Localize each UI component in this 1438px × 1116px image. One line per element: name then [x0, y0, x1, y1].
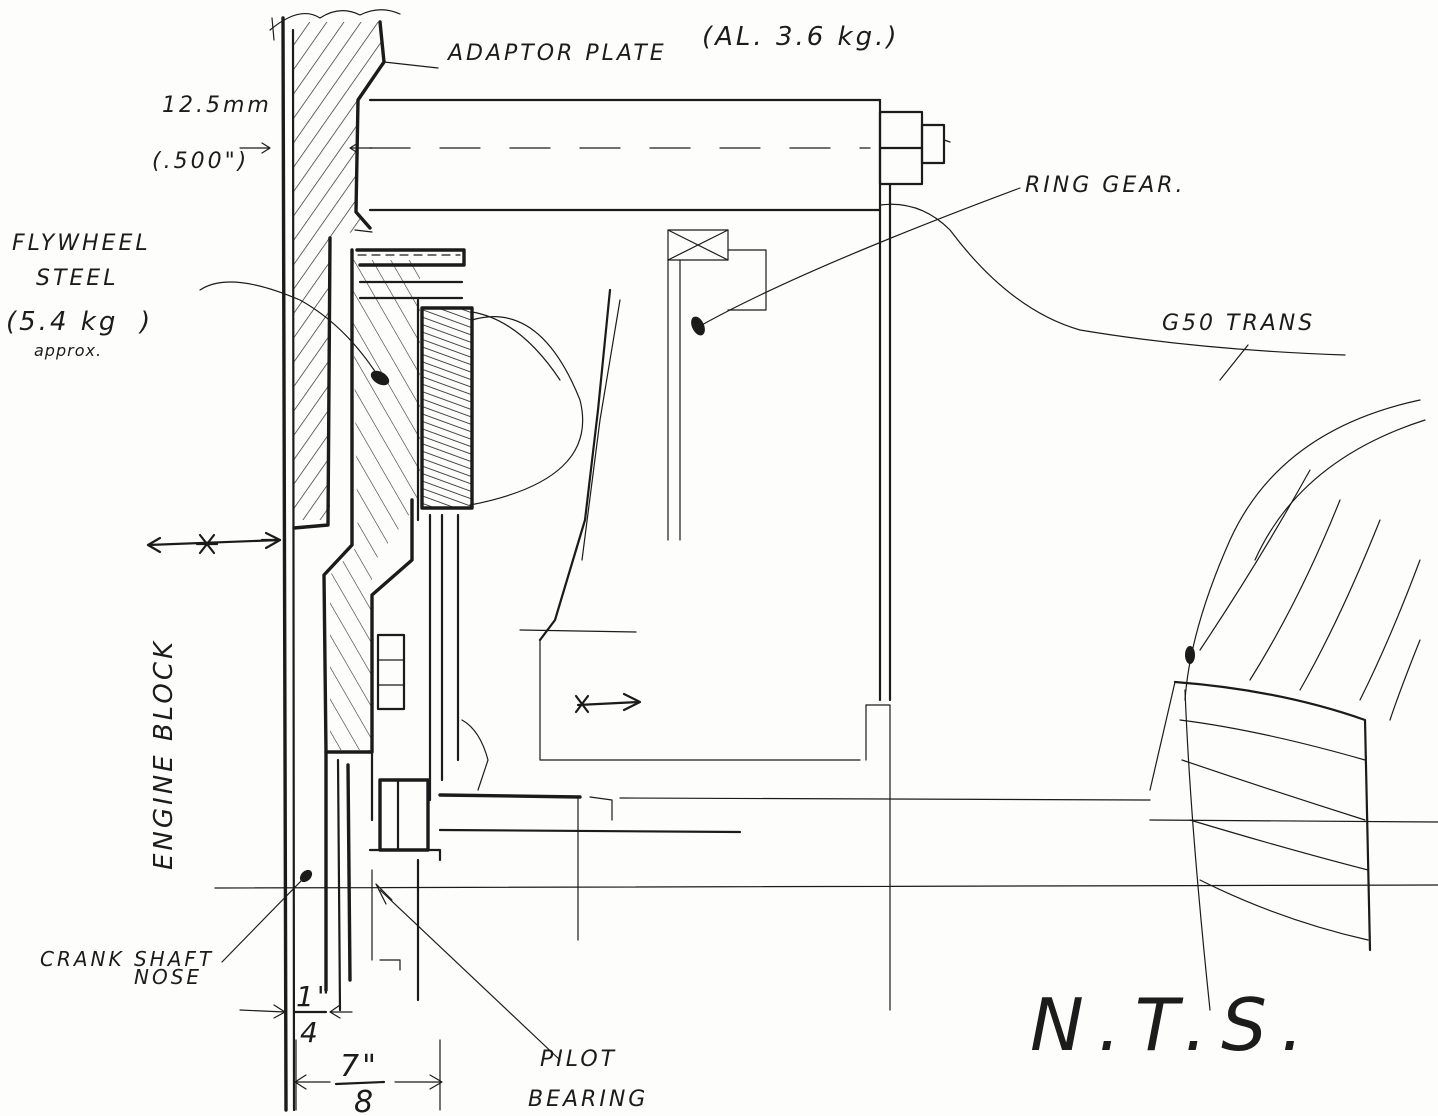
trans-text: G50 TRANS [1162, 311, 1315, 336]
flywheel-text-2: STEEL [36, 266, 118, 291]
dim-eighth-num: 7" [340, 1049, 379, 1084]
adaptor-plate [292, 20, 882, 530]
pilot-label: PILOT BEARING [528, 1047, 648, 1112]
dim-eighth-label: 7" 8 [334, 1049, 386, 1116]
dim-quarter-label: 1" 4 [292, 980, 333, 1049]
flywheel-label: FLYWHEEL STEEL (5.4 kg ) approx. [6, 231, 153, 360]
dim-eighth-den: 8 [354, 1085, 376, 1116]
bell-housing-bolt [369, 98, 951, 702]
ring-gear-text: RING GEAR. [1025, 173, 1186, 198]
flywheel-approx-text: approx. [34, 341, 102, 360]
thickness-mm-text: 12.5mm [162, 93, 272, 118]
adaptor-plate-label: ADAPTOR PLATE (AL. 3.6 kg.) [446, 22, 900, 66]
trans-case-sketch [1149, 399, 1426, 1011]
thickness-in-text: (.500") [152, 149, 249, 174]
dim-quarter-den: 4 [300, 1016, 321, 1049]
crank-label: CRANK SHAFT NOSE [40, 947, 214, 989]
centerline-right [1149, 819, 1438, 823]
clutch-disc [416, 298, 474, 802]
pressure-plate [469, 288, 641, 761]
flywheel-text-1: FLYWHEEL [12, 231, 151, 256]
flywheel-weight-close: ) [138, 307, 153, 337]
dimensions [146, 142, 642, 1111]
adaptor-plate-text: ADAPTOR PLATE [446, 41, 667, 66]
centerline [214, 884, 1438, 889]
ring-gear [667, 229, 767, 541]
flywheel-weight-text: (5.4 kg [6, 307, 118, 337]
crank-text-2: NOSE [134, 965, 202, 989]
pilot-text-1: PILOT [540, 1047, 617, 1072]
dim-quarter-num: 1" [296, 980, 333, 1013]
crankshaft-hub [324, 633, 442, 1012]
flywheel [322, 248, 466, 754]
adaptor-plate-spec-text: (AL. 3.6 kg.) [702, 22, 900, 52]
engine-block-face [269, 9, 401, 1112]
leader-lines [199, 61, 1346, 1061]
engine-block-text: ENGINE BLOCK [149, 639, 179, 870]
not-to-scale-text: N.T.S. [1030, 983, 1318, 1067]
pilot-text-2: BEARING [528, 1087, 648, 1112]
input-shaft [438, 704, 1151, 1011]
crank-text-1: CRANK SHAFT [40, 947, 214, 971]
